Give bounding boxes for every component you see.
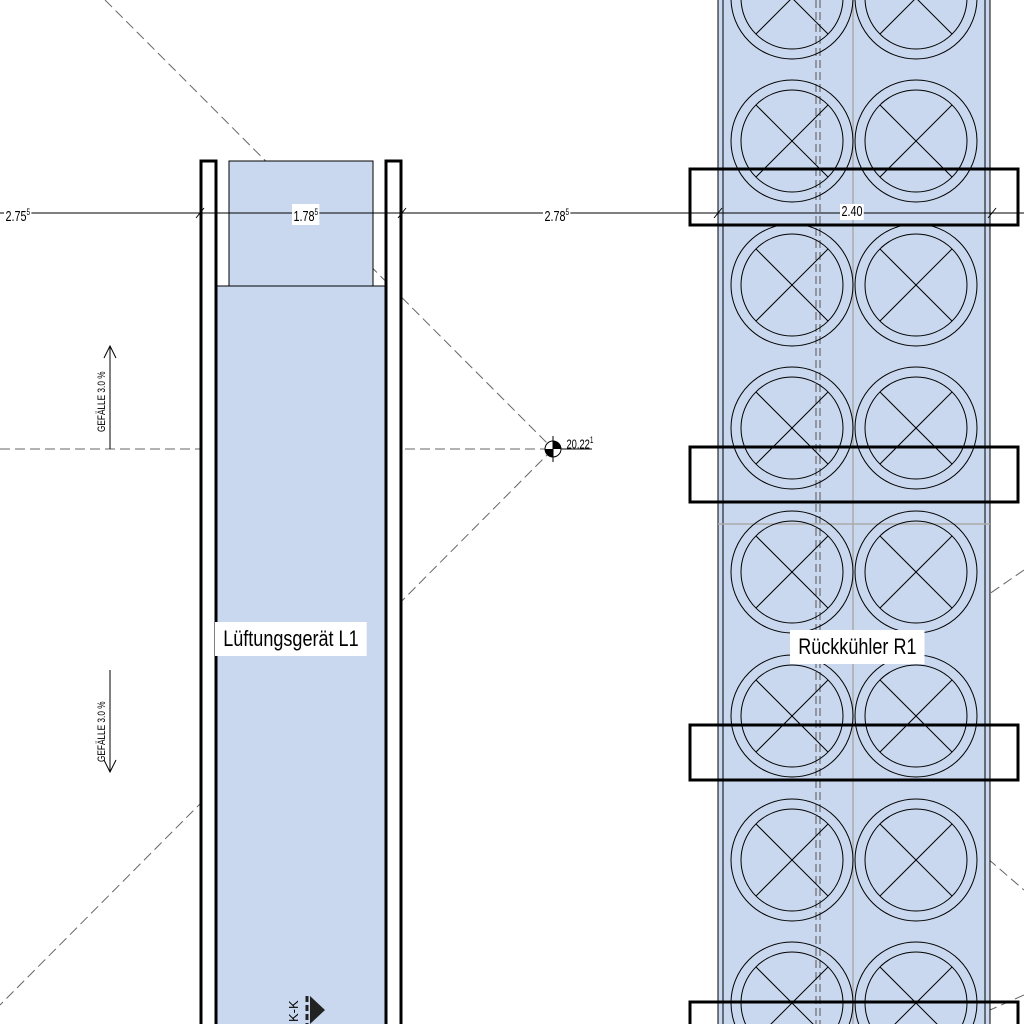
dimension-label: 2.785 bbox=[543, 204, 571, 225]
fan-icon bbox=[854, 366, 978, 490]
wall bbox=[199, 159, 403, 1024]
elevation-marker-icon bbox=[544, 436, 592, 462]
fan-icon bbox=[730, 798, 854, 922]
elevation-value: 20.22 bbox=[566, 436, 590, 452]
fan-icon bbox=[854, 79, 978, 203]
dimension-label: 2.40 bbox=[840, 204, 864, 220]
fan-icon bbox=[854, 0, 978, 60]
ventilation-unit-label[interactable]: Lüftungsgerät L1 bbox=[215, 622, 367, 656]
slope-arrows bbox=[103, 344, 117, 774]
support-beam bbox=[688, 723, 1020, 782]
section-marker-label: K-K bbox=[286, 1000, 301, 1022]
dimension-value: 1.78 bbox=[293, 208, 315, 225]
dimension-value: 2.78 bbox=[544, 208, 566, 225]
recooler-unit-label[interactable]: Rückkühler R1 bbox=[790, 630, 925, 664]
slope-label: GEFÄLLE 3.0 % bbox=[96, 701, 108, 762]
arrow-down-icon bbox=[103, 759, 117, 774]
dimension-value: 2.40 bbox=[841, 203, 863, 220]
dimension-sup: 5 bbox=[565, 207, 570, 217]
dimension-sup: 5 bbox=[26, 207, 31, 217]
fan-icon bbox=[730, 366, 854, 490]
dimension-sup: 5 bbox=[314, 207, 319, 217]
elevation-label: 20.221 bbox=[565, 432, 595, 452]
dimension-label: 2.755 bbox=[4, 204, 32, 225]
fan-grid bbox=[730, 0, 978, 1024]
dimension-label: 1.785 bbox=[292, 204, 320, 225]
fan-icon bbox=[854, 798, 978, 922]
slope-label: GEFÄLLE 3.0 % bbox=[96, 371, 108, 432]
support-beam bbox=[688, 1000, 1020, 1024]
recooler-unit-shape bbox=[717, 0, 991, 1024]
arrow-up-icon bbox=[103, 344, 117, 359]
elevation-sup: 1 bbox=[589, 435, 594, 445]
fan-icon bbox=[730, 79, 854, 203]
support-beam bbox=[688, 445, 1020, 504]
ventilation-unit-shape bbox=[207, 160, 395, 1024]
support-beam bbox=[688, 167, 1020, 227]
dimension-value: 2.75 bbox=[5, 208, 27, 225]
fan-icon bbox=[730, 0, 854, 60]
section-marker-icon bbox=[305, 996, 325, 1024]
support-beams bbox=[688, 167, 1020, 1024]
fan-icon bbox=[854, 510, 978, 634]
